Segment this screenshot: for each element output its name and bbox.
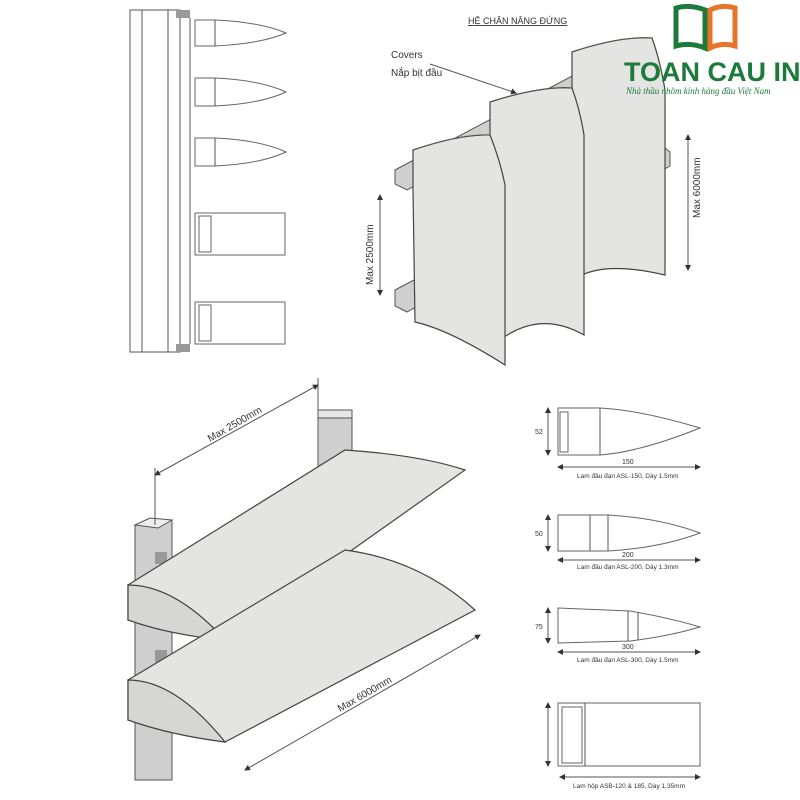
profile-height: 50 [535,531,543,538]
system-title: HỆ CHÂN NÂNG ĐỨNG [468,16,567,26]
profile-width: 300 [622,644,634,651]
profile-asb-box: Lam hộp ASB-120 & 185, Dày 1.35mm [545,702,701,790]
column-section [129,9,181,353]
section-view [129,9,288,353]
profile-caption: Lam đầu đạn ASL-150, Dày 1.5mm [577,471,679,480]
vertical-louver-system: Max 2500mm Max 6000mm [365,37,703,367]
profile-caption: Lam đầu đạn ASL-200, Dày 1.3mm [577,562,679,571]
profile-width: 200 [622,552,634,559]
covers-label: Covers [391,50,423,61]
horizontal-max-length: Max 6000mm [336,675,394,715]
profile-caption: Lam đầu đạn ASL-300, Dày 1.5mm [577,655,679,664]
vertical-max-height-short: Max 2500mm [365,224,376,285]
louver-panel-1 [412,134,506,367]
profile-height: 52 [535,429,543,436]
logo-tagline: Nhà thầu nhôm kính hàng đầu Việt Nam [625,86,771,96]
profile-asl-150: 52 150 Lam đầu đạn ASL-150, Dày 1.5mm [535,407,702,480]
profile-asl-300: 75 300 Lam đầu đạn ASL-300, Dày 1.5mm [535,607,702,664]
profile-height: 75 [535,624,543,631]
company-logo: TOAN CAU INVEST Nhà thầu nhôm kính hàng … [624,3,800,96]
vertical-max-height-tall: Max 6000mm [692,157,703,218]
horizontal-louver-system: Max 2500mm Max 6000mm [127,378,481,781]
bullet-profile-section [194,19,288,167]
profile-asl-200: 50 200 Lam đầu đạn ASL-200, Dày 1.3mm [535,514,702,571]
covers-leader-line [429,63,517,95]
covers-label-vi: Nắp bịt đầu [391,66,442,79]
horizontal-max-span: Max 2500mm [206,405,264,445]
profile-caption: Lam hộp ASB-120 & 185, Dày 1.35mm [573,783,685,790]
profile-width: 150 [622,459,634,466]
logo-name: TOAN CAU INVEST [624,57,800,87]
box-profile-section [194,212,286,345]
